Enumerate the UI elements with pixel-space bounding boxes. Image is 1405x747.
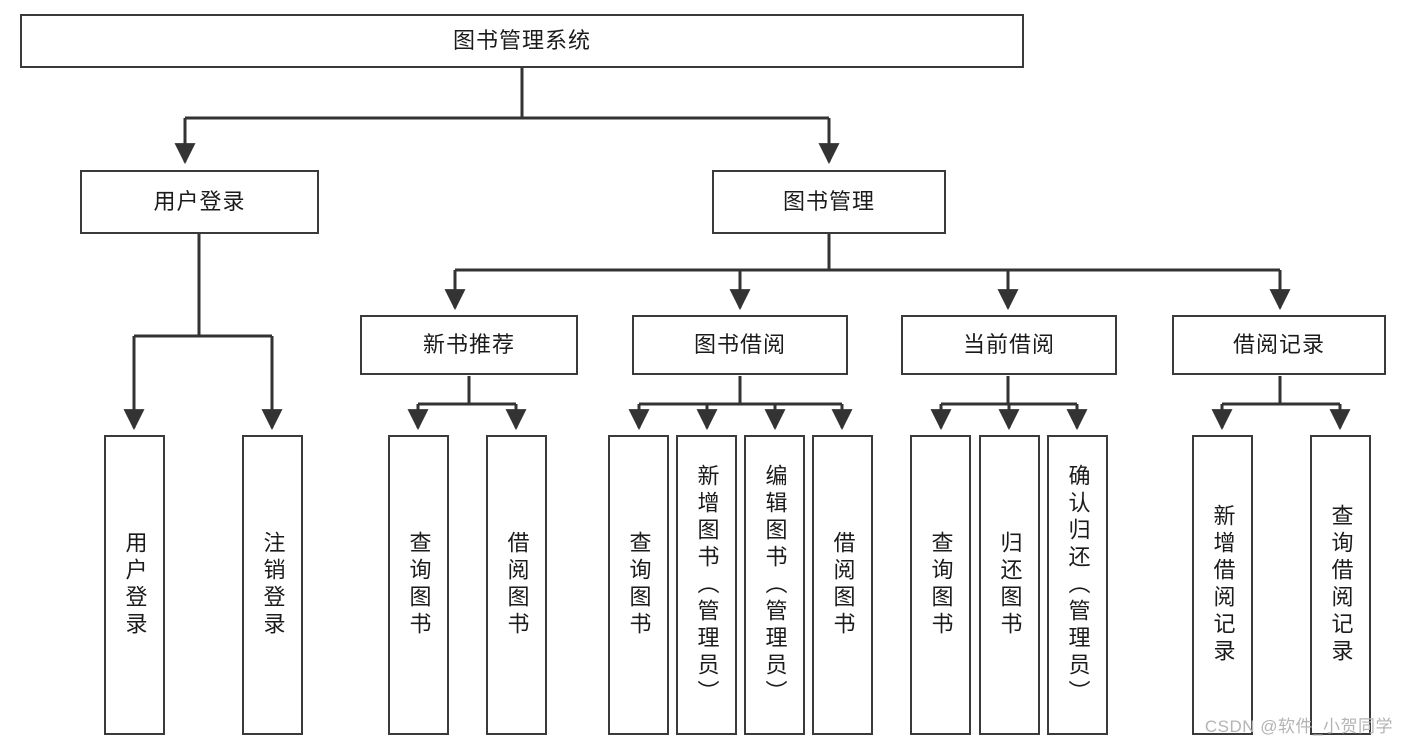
node-book-management[interactable]: 图书管理 — [712, 170, 946, 234]
node-leaf-query-book-1-label: 查询图书 — [406, 531, 432, 639]
node-leaf-query-record-label: 查询借阅记录 — [1328, 504, 1354, 666]
node-root[interactable]: 图书管理系统 — [20, 14, 1024, 68]
node-leaf-edit-book-label: 编辑图书（管理员） — [762, 463, 788, 707]
node-leaf-borrow-book-1[interactable]: 借阅图书 — [486, 435, 547, 735]
node-leaf-query-book-1[interactable]: 查询图书 — [388, 435, 449, 735]
node-leaf-add-record-label: 新增借阅记录 — [1210, 504, 1236, 666]
node-borrow-record-label: 借阅记录 — [1232, 332, 1325, 358]
node-leaf-user-login[interactable]: 用户登录 — [104, 435, 165, 735]
node-new-book-recommend[interactable]: 新书推荐 — [360, 315, 578, 375]
node-book-borrow-label: 图书借阅 — [693, 332, 786, 358]
node-leaf-borrow-book-2[interactable]: 借阅图书 — [812, 435, 873, 735]
node-root-label: 图书管理系统 — [452, 28, 591, 54]
node-leaf-return-book[interactable]: 归还图书 — [979, 435, 1040, 735]
node-leaf-logout-login-label: 注销登录 — [260, 531, 286, 639]
node-user-login[interactable]: 用户登录 — [80, 170, 319, 234]
node-leaf-confirm-return-label: 确认归还（管理员） — [1065, 463, 1091, 707]
node-leaf-add-record[interactable]: 新增借阅记录 — [1192, 435, 1253, 735]
node-leaf-edit-book[interactable]: 编辑图书（管理员） — [744, 435, 805, 735]
node-user-login-label: 用户登录 — [153, 189, 246, 215]
node-leaf-add-book-label: 新增图书（管理员） — [694, 463, 720, 707]
node-book-borrow[interactable]: 图书借阅 — [632, 315, 848, 375]
node-leaf-return-book-label: 归还图书 — [997, 531, 1023, 639]
node-leaf-add-book[interactable]: 新增图书（管理员） — [676, 435, 737, 735]
node-leaf-query-book-3-label: 查询图书 — [928, 531, 954, 639]
node-leaf-query-book-2[interactable]: 查询图书 — [608, 435, 669, 735]
node-borrow-record[interactable]: 借阅记录 — [1172, 315, 1386, 375]
node-leaf-borrow-book-1-label: 借阅图书 — [504, 531, 530, 639]
node-leaf-logout-login[interactable]: 注销登录 — [242, 435, 303, 735]
node-leaf-query-book-2-label: 查询图书 — [626, 531, 652, 639]
node-leaf-confirm-return[interactable]: 确认归还（管理员） — [1047, 435, 1108, 735]
node-current-borrow-label: 当前借阅 — [962, 332, 1055, 358]
node-leaf-borrow-book-2-label: 借阅图书 — [830, 531, 856, 639]
node-new-book-recommend-label: 新书推荐 — [422, 332, 515, 358]
node-book-management-label: 图书管理 — [782, 189, 875, 215]
node-leaf-query-record[interactable]: 查询借阅记录 — [1310, 435, 1371, 735]
node-leaf-query-book-3[interactable]: 查询图书 — [910, 435, 971, 735]
node-current-borrow[interactable]: 当前借阅 — [901, 315, 1117, 375]
node-leaf-user-login-label: 用户登录 — [122, 531, 148, 639]
